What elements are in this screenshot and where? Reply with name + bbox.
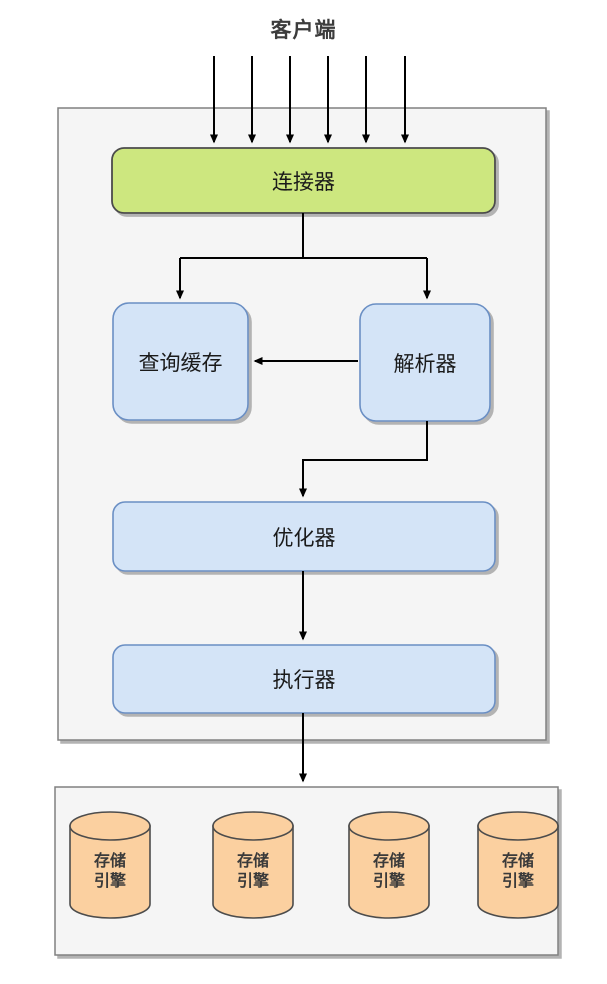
node-parser [359,303,491,422]
storage-engine-2 [212,811,294,919]
storage-engine-cylinders [69,811,559,919]
node-optimizer [112,501,496,572]
edge-parser-to-optimizer [299,421,428,498]
node-executor [112,644,496,714]
storage-engine-3 [348,811,430,919]
client-arrows [210,56,409,144]
storage-engine-1 [69,811,151,919]
node-connector [111,147,496,214]
edge-connector-to-branch [176,213,431,300]
node-query-cache [112,302,249,421]
page-title: 客户端 [270,19,337,42]
storage-engine-4 [477,811,559,919]
